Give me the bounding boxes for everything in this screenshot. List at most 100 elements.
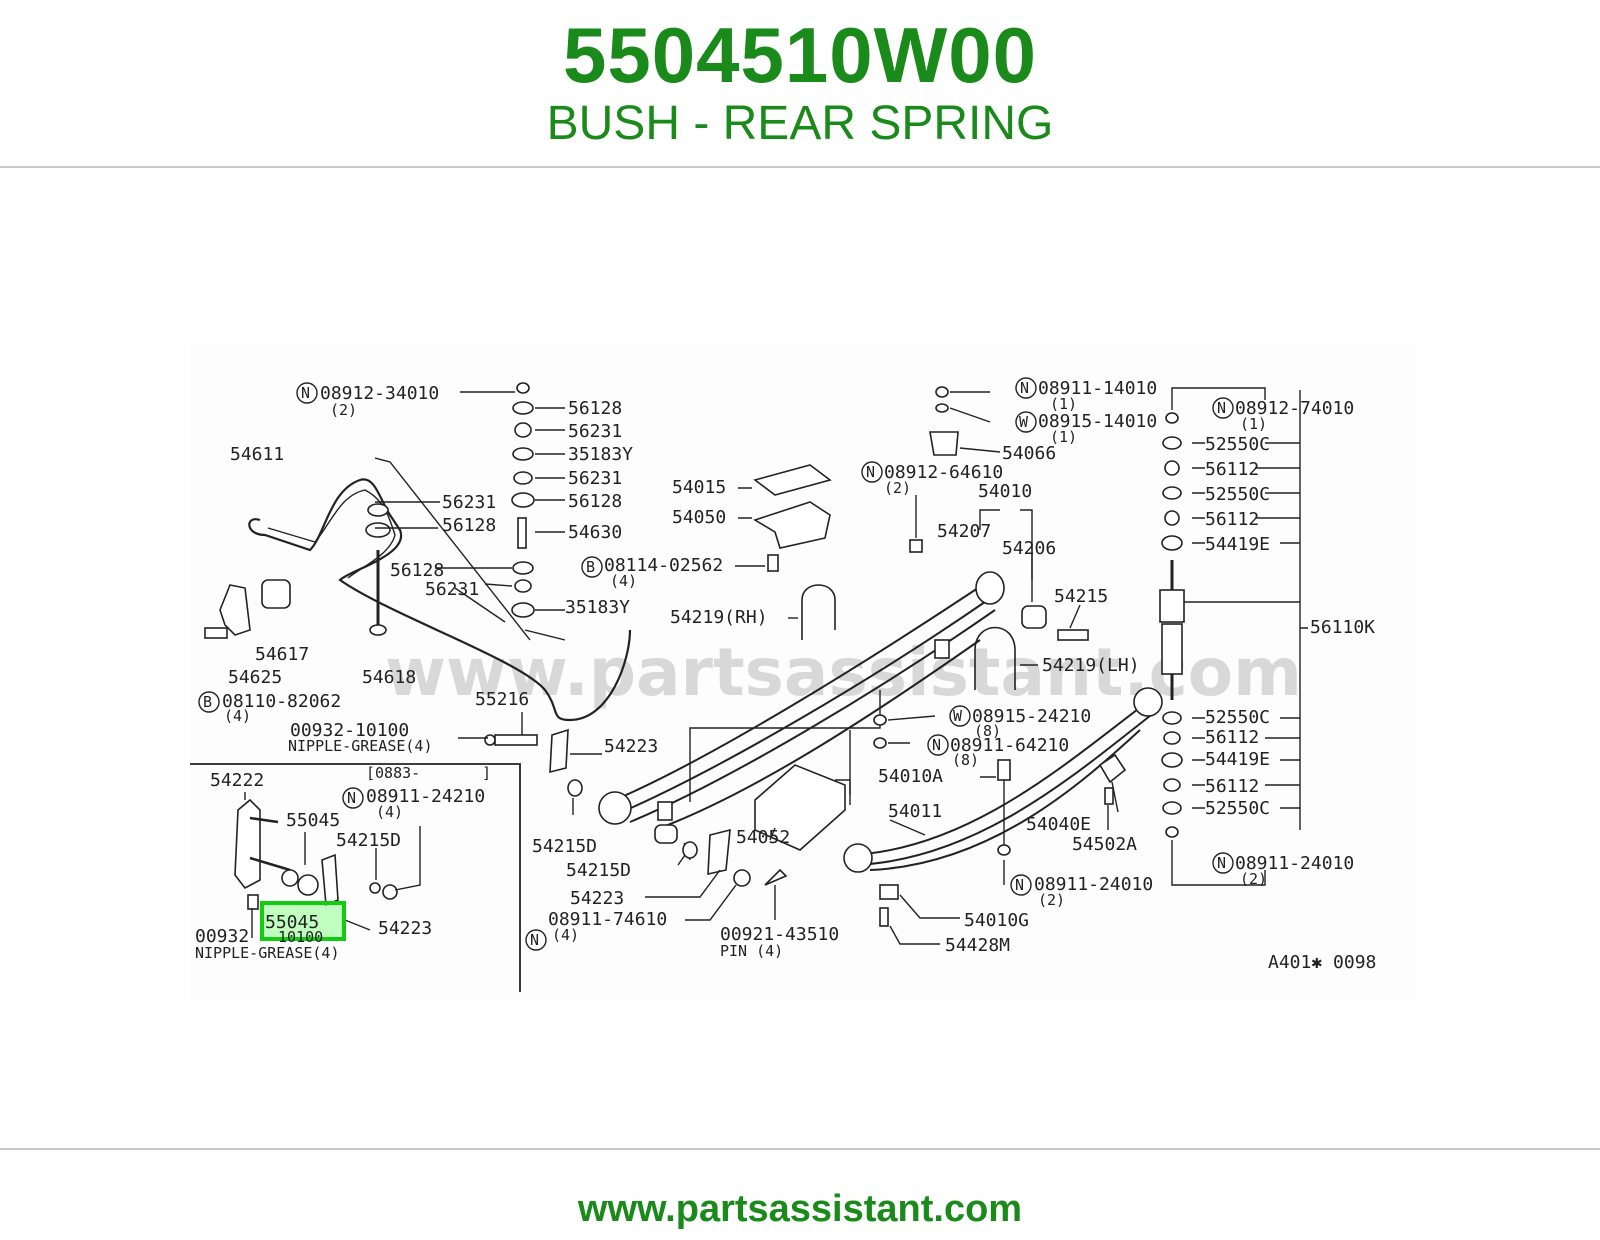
label-08114-02562: 08114-02562 xyxy=(604,555,723,576)
label-55045-highlighted: 55045 xyxy=(265,912,319,933)
shock-bracket-line xyxy=(1184,390,1308,830)
label-52550c: 52550C xyxy=(1205,707,1270,728)
label-nipple-grease: NIPPLE-GREASE(4) xyxy=(288,737,433,755)
label-08911-24010: 08911-24010 xyxy=(1235,853,1354,874)
label-56231: 56231 xyxy=(425,579,479,600)
seat-54052 xyxy=(754,764,846,851)
label-date-range: [0883- xyxy=(366,764,420,782)
part-labels: 08912-34010 (2) 56128 56231 35183Y 56231… xyxy=(195,378,1376,973)
bolt xyxy=(249,816,279,824)
label-qty: (4) xyxy=(552,926,579,944)
shackle-54223 xyxy=(549,728,569,774)
label-56128: 56128 xyxy=(390,560,444,581)
label-54066: 54066 xyxy=(1002,443,1056,464)
label-54223: 54223 xyxy=(378,918,432,939)
label-54207: 54207 xyxy=(937,521,991,542)
svg-text:N: N xyxy=(1217,854,1226,872)
label-35183y: 35183Y xyxy=(568,444,633,465)
label-08912-34010: 08912-34010 xyxy=(320,383,439,404)
leader-lines xyxy=(887,715,1005,885)
label-08911-64210: 08911-64210 xyxy=(950,735,1069,756)
label-35183y: 35183Y xyxy=(565,597,630,618)
inset-border xyxy=(190,763,521,992)
shock-upper-body xyxy=(1159,589,1185,623)
label-qty: (2) xyxy=(1038,891,1065,909)
washer xyxy=(935,403,949,413)
label-54222: 54222 xyxy=(210,770,264,791)
label-54618: 54618 xyxy=(362,667,416,688)
spring-eye-lower xyxy=(1133,687,1163,717)
leader-line xyxy=(689,690,881,802)
label-56231: 56231 xyxy=(568,421,622,442)
label-qty: (2) xyxy=(330,401,357,419)
label-qty: (1) xyxy=(1050,428,1077,446)
nut-08912-64610 xyxy=(909,539,923,553)
label-08911-24010: 08911-24010 xyxy=(1034,874,1153,895)
nut-08911-24010 xyxy=(997,844,1011,856)
label-54223: 54223 xyxy=(604,736,658,757)
bushing xyxy=(654,824,678,844)
leader-lines-shock-right xyxy=(1255,442,1300,544)
label-08110-82062: 08110-82062 xyxy=(222,691,341,712)
label-08915-14010: 08915-14010 xyxy=(1038,411,1157,432)
nipple-grease xyxy=(484,734,496,746)
leader-line xyxy=(374,457,531,641)
stabilizer-bar xyxy=(248,478,632,722)
label-54010: 54010 xyxy=(978,481,1032,502)
label-nipple-grease: NIPPLE-GREASE(4) xyxy=(195,944,340,962)
bumper-54066 xyxy=(929,431,959,456)
label-54617: 54617 xyxy=(255,644,309,665)
svg-text:W: W xyxy=(1019,413,1029,431)
pad-54015 xyxy=(753,464,832,496)
bolt xyxy=(249,856,291,872)
bracket-54222 xyxy=(234,798,261,890)
leader-lines xyxy=(889,894,960,945)
label-date-end: ] xyxy=(482,764,491,782)
leader-lines xyxy=(375,501,506,623)
leader-line xyxy=(889,819,926,836)
washer-08915-24210 xyxy=(873,714,887,726)
label-00932-10100: 00932-10100 xyxy=(290,720,409,741)
bushing-54206 xyxy=(1021,605,1047,629)
bush-54215d-inset xyxy=(369,882,381,894)
highlighted-part-box[interactable] xyxy=(260,901,346,941)
bush-54215d-lower xyxy=(682,841,698,859)
shackle-54223-inset xyxy=(321,853,339,907)
label-54010a: 54010A xyxy=(878,766,943,787)
label-54419e: 54419E xyxy=(1205,749,1270,770)
label-56128: 56128 xyxy=(568,398,622,419)
spring-eye-rear xyxy=(598,791,632,825)
u-bolt-54219-rh xyxy=(801,584,836,640)
label-56128: 56128 xyxy=(568,491,622,512)
stack-top xyxy=(511,382,535,618)
svg-text:N: N xyxy=(932,736,941,754)
label-54050: 54050 xyxy=(672,507,726,528)
label-54011: 54011 xyxy=(888,801,942,822)
bush-54215d xyxy=(567,779,583,797)
label-qty: (2) xyxy=(884,479,911,497)
leader-lines-shock xyxy=(1192,442,1205,544)
bumper-54050 xyxy=(753,501,831,549)
label-54040e: 54040E xyxy=(1026,814,1091,835)
part-name: BUSH - REAR SPRING xyxy=(546,97,1054,150)
bushing-54617 xyxy=(261,579,291,609)
leader-lines-inset xyxy=(244,792,421,938)
nut-08911-64210 xyxy=(873,737,887,749)
svg-text:N: N xyxy=(1015,876,1024,894)
label-qty: (8) xyxy=(974,722,1001,740)
svg-text:B: B xyxy=(203,693,212,711)
footer-divider xyxy=(0,1148,1600,1150)
pin-00921-43510 xyxy=(764,868,788,886)
bush-55045-a xyxy=(281,869,299,887)
leader-line xyxy=(1171,387,1266,410)
label-52550c: 52550C xyxy=(1205,798,1270,819)
diagram-code: A401✱ 0098 xyxy=(1268,952,1376,973)
spring-eye-lower-rear xyxy=(843,843,873,873)
svg-text:N: N xyxy=(347,789,356,807)
shock-lower-body xyxy=(1161,623,1183,675)
label-54223: 54223 xyxy=(570,888,624,909)
label-qty: (4) xyxy=(224,707,251,725)
bolt-54428m xyxy=(879,907,889,927)
label-52550c: 52550C xyxy=(1205,484,1270,505)
footer-website-link[interactable]: www.partsassistant.com xyxy=(577,1188,1023,1230)
